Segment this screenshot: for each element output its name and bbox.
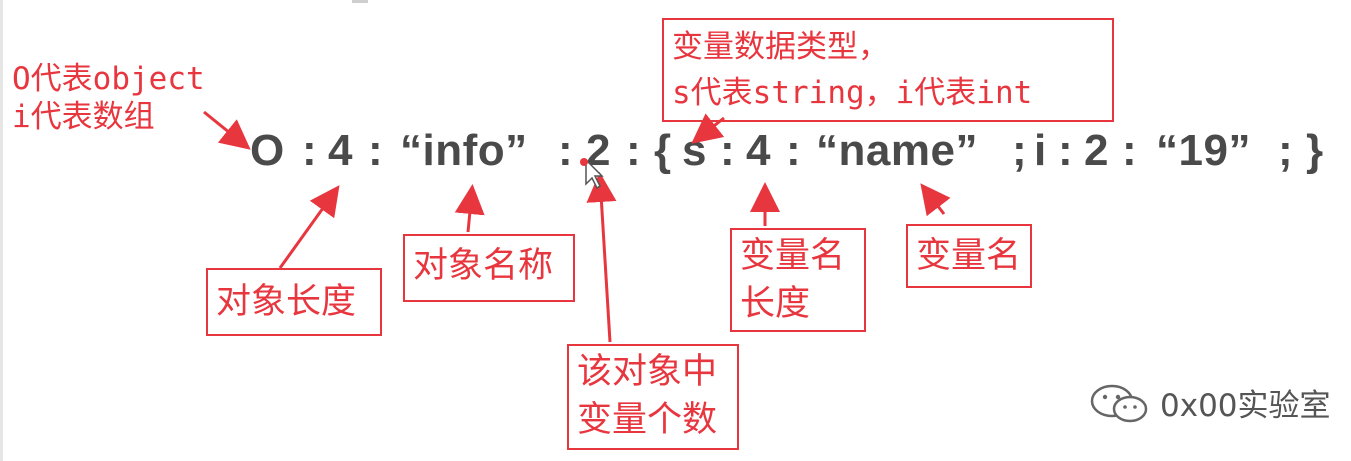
arrow-object-name (454, 184, 485, 233)
token-colon: : (558, 126, 574, 175)
token-colon: : (1122, 126, 1138, 175)
datatype-line: 变量数据类型， (672, 29, 889, 65)
type-note: O代表object i代表数组 (12, 60, 205, 136)
token-colon: : (1058, 126, 1074, 175)
top-mark (352, 0, 368, 3)
arrow-datatype (691, 113, 725, 144)
token-int-string: “19” (1156, 126, 1251, 175)
cursor-dot (580, 158, 588, 166)
token-open-brace: { (654, 126, 672, 175)
token-colon: : (302, 126, 318, 175)
var-count-line: 变量个数 (577, 400, 718, 440)
arrow-type-note (203, 110, 251, 150)
var-count-box: 该对象中 变量个数 (567, 344, 739, 450)
var-name-length-box: 变量名 长度 (730, 228, 866, 332)
token-int-type: i (1034, 126, 1047, 175)
object-length-label: 对象长度 (216, 282, 357, 322)
type-note-line: i代表数组 (12, 99, 155, 135)
token-colon: : (786, 126, 802, 175)
token-int-value: 2 (1084, 126, 1109, 175)
token-object-length: 4 (328, 126, 353, 175)
arrow-var-name (920, 183, 951, 217)
datatype-line: s代表string，i代表int (672, 75, 1033, 111)
left-border (0, 0, 3, 461)
wechat-icon (1090, 384, 1148, 422)
var-count-line: 该对象中 (577, 352, 718, 392)
var-name-length-line: 长度 (740, 284, 811, 324)
token-var-name: “name” (816, 126, 978, 175)
cursor-icon (585, 158, 604, 190)
token-semicolon: ; (1012, 126, 1028, 175)
arrow-object-length (278, 185, 340, 269)
var-name-length-line: 变量名 (740, 236, 846, 276)
object-name-box: 对象名称 (403, 234, 575, 302)
object-length-box: 对象长度 (206, 268, 382, 336)
token-colon: : (368, 126, 384, 175)
token-colon: : (626, 126, 642, 175)
token-object-type: O (250, 126, 285, 175)
datatype-box: 变量数据类型， s代表string，i代表int (662, 18, 1114, 122)
token-semicolon: ; (1278, 126, 1294, 175)
token-object-name: “info” (400, 126, 528, 175)
watermark-text: 0x00实验室 (1160, 388, 1331, 424)
token-close-brace: } (1306, 126, 1324, 175)
object-name-label: 对象名称 (413, 246, 554, 286)
var-name-box: 变量名 (906, 224, 1032, 288)
token-var-name-length: 4 (746, 126, 771, 175)
type-note-line: O代表object (12, 61, 205, 97)
var-name-label: 变量名 (916, 236, 1022, 276)
arrow-var-count (586, 172, 617, 343)
watermark: 0x00实验室 (1088, 380, 1331, 425)
